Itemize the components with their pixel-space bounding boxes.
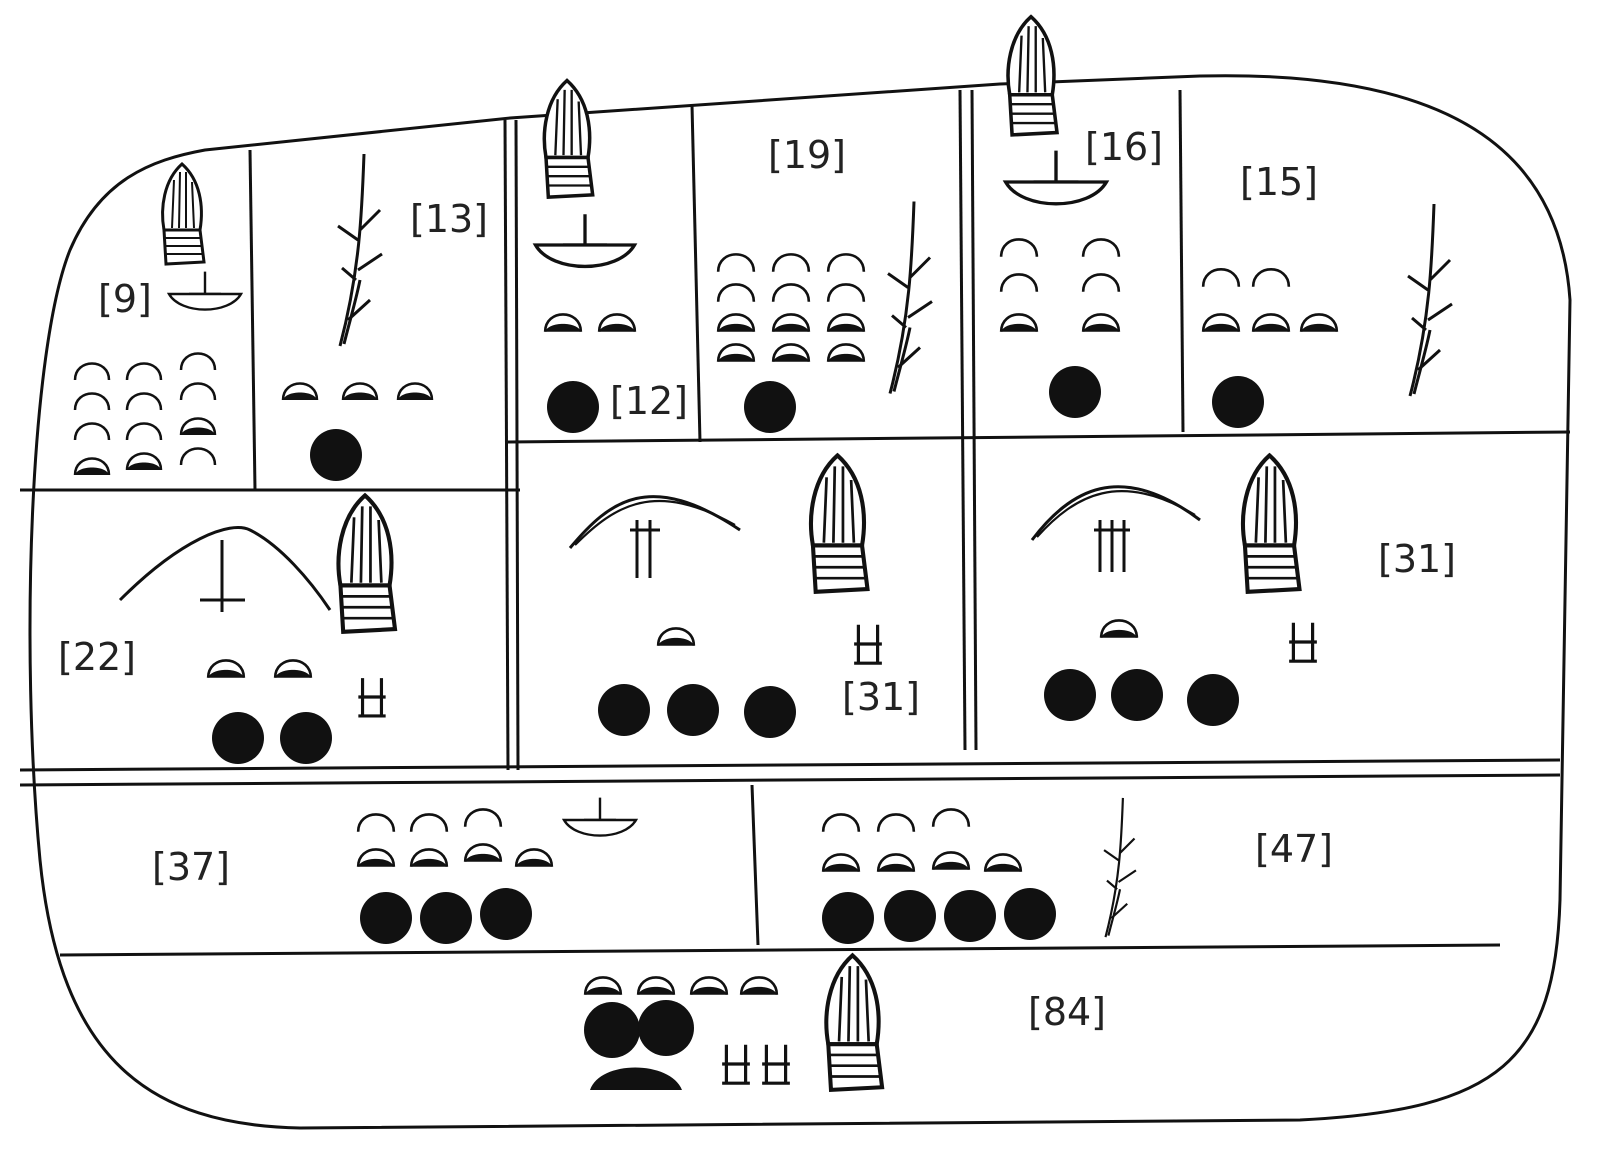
panel-31-b: [31]: [1032, 455, 1456, 726]
panel-9: [9]: [75, 164, 241, 475]
tablet-outline: [30, 76, 1570, 1128]
panel-label: [19]: [768, 133, 846, 177]
panel-label: [47]: [1255, 827, 1333, 871]
panel-12: [12]: [536, 81, 689, 434]
panel-label: [31]: [1378, 537, 1456, 581]
panel-label: [9]: [98, 277, 152, 321]
panel-37: [37]: [152, 798, 636, 944]
panel-label: [12]: [610, 379, 688, 423]
panel-19: [19]: [718, 133, 932, 433]
panel-47: [47]: [822, 798, 1333, 944]
panel-label: [84]: [1028, 990, 1106, 1034]
numeral-group: [75, 354, 215, 476]
panel-label: [16]: [1085, 125, 1163, 169]
panel-label: [13]: [410, 197, 488, 241]
panel-label: [37]: [152, 845, 230, 889]
panel-22: [22]: [58, 495, 395, 764]
panel-13: [13]: [283, 154, 488, 481]
panel-label: [31]: [842, 675, 920, 719]
panel-84: [84]: [584, 955, 1106, 1090]
panel-31-a: [31]: [570, 455, 920, 738]
panel-16: [16]: [1001, 17, 1163, 418]
panel-15: [15]: [1203, 160, 1452, 428]
panel-dividers: [20, 90, 1570, 955]
panel-label: [15]: [1240, 160, 1318, 204]
panel-label: [22]: [58, 635, 136, 679]
